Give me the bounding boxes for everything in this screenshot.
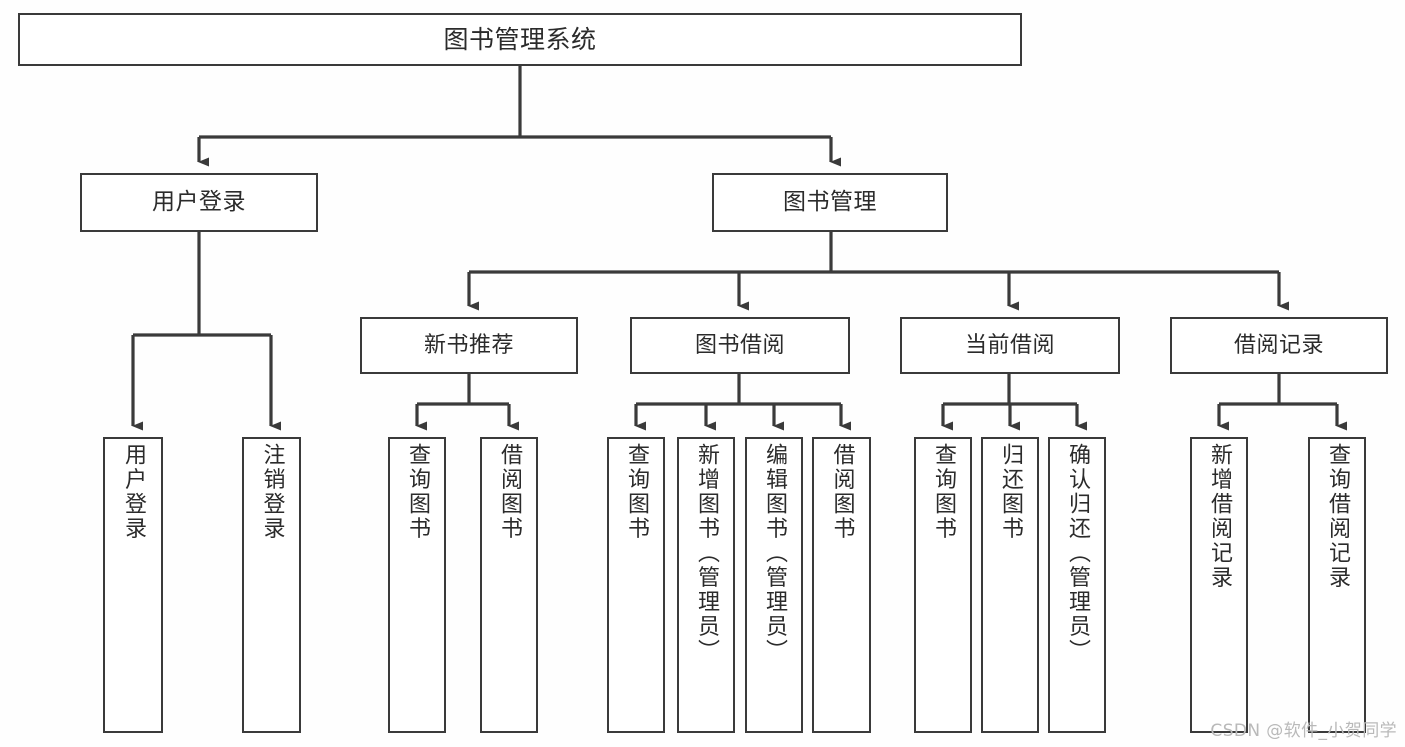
leaf-current-query-book[interactable]: 查询图书 <box>914 437 972 733</box>
leaf-current-query-book-label: 查询图书 <box>930 443 956 541</box>
node-borrow-record-label: 借阅记录 <box>1233 332 1324 358</box>
leaf-current-confirm-return[interactable]: 确认归还（管理员） <box>1048 437 1106 733</box>
node-current-borrow[interactable]: 当前借阅 <box>900 317 1120 374</box>
csdn-watermark: CSDN @软件_小贺同学 <box>1210 721 1397 741</box>
leaf-record-add-record-label: 新增借阅记录 <box>1206 443 1232 590</box>
node-user-login-label: 用户登录 <box>152 188 246 215</box>
leaf-recommend-query-book-label: 查询图书 <box>404 443 430 541</box>
leaf-record-query-record-label: 查询借阅记录 <box>1324 443 1350 590</box>
node-root-label: 图书管理系统 <box>443 24 597 54</box>
leaf-borrow-borrow-book-label: 借阅图书 <box>829 443 855 541</box>
node-new-book-recommend[interactable]: 新书推荐 <box>360 317 578 374</box>
node-book-management[interactable]: 图书管理 <box>712 173 948 232</box>
leaf-record-add-record[interactable]: 新增借阅记录 <box>1190 437 1248 733</box>
leaf-user-login-signin[interactable]: 用户登录 <box>103 437 163 733</box>
leaf-borrow-query-book[interactable]: 查询图书 <box>607 437 665 733</box>
leaf-current-return-book-label: 归还图书 <box>997 443 1023 541</box>
leaf-borrow-add-book[interactable]: 新增图书（管理员） <box>677 437 735 733</box>
node-current-borrow-label: 当前借阅 <box>964 332 1055 358</box>
leaf-borrow-add-book-label: 新增图书（管理员） <box>693 443 719 664</box>
leaf-recommend-query-book[interactable]: 查询图书 <box>388 437 446 733</box>
node-user-login[interactable]: 用户登录 <box>80 173 318 232</box>
leaf-borrow-borrow-book[interactable]: 借阅图书 <box>812 437 871 733</box>
leaf-user-login-signout-label: 注销登录 <box>259 443 285 541</box>
leaf-current-return-book[interactable]: 归还图书 <box>981 437 1039 733</box>
leaf-user-login-signout[interactable]: 注销登录 <box>242 437 301 733</box>
leaf-recommend-borrow-book[interactable]: 借阅图书 <box>480 437 538 733</box>
leaf-borrow-query-book-label: 查询图书 <box>623 443 649 541</box>
leaf-recommend-borrow-book-label: 借阅图书 <box>496 443 522 541</box>
node-book-borrow-label: 图书借阅 <box>694 332 785 358</box>
node-borrow-record[interactable]: 借阅记录 <box>1170 317 1388 374</box>
node-book-management-label: 图书管理 <box>783 188 877 215</box>
leaf-current-confirm-return-label: 确认归还（管理员） <box>1064 443 1090 664</box>
node-new-book-recommend-label: 新书推荐 <box>423 332 514 358</box>
node-root-system[interactable]: 图书管理系统 <box>18 13 1022 66</box>
leaf-user-login-signin-label: 用户登录 <box>120 443 146 541</box>
node-book-borrow[interactable]: 图书借阅 <box>630 317 850 374</box>
leaf-borrow-edit-book[interactable]: 编辑图书（管理员） <box>745 437 803 733</box>
leaf-borrow-edit-book-label: 编辑图书（管理员） <box>761 443 787 664</box>
leaf-record-query-record[interactable]: 查询借阅记录 <box>1308 437 1366 733</box>
